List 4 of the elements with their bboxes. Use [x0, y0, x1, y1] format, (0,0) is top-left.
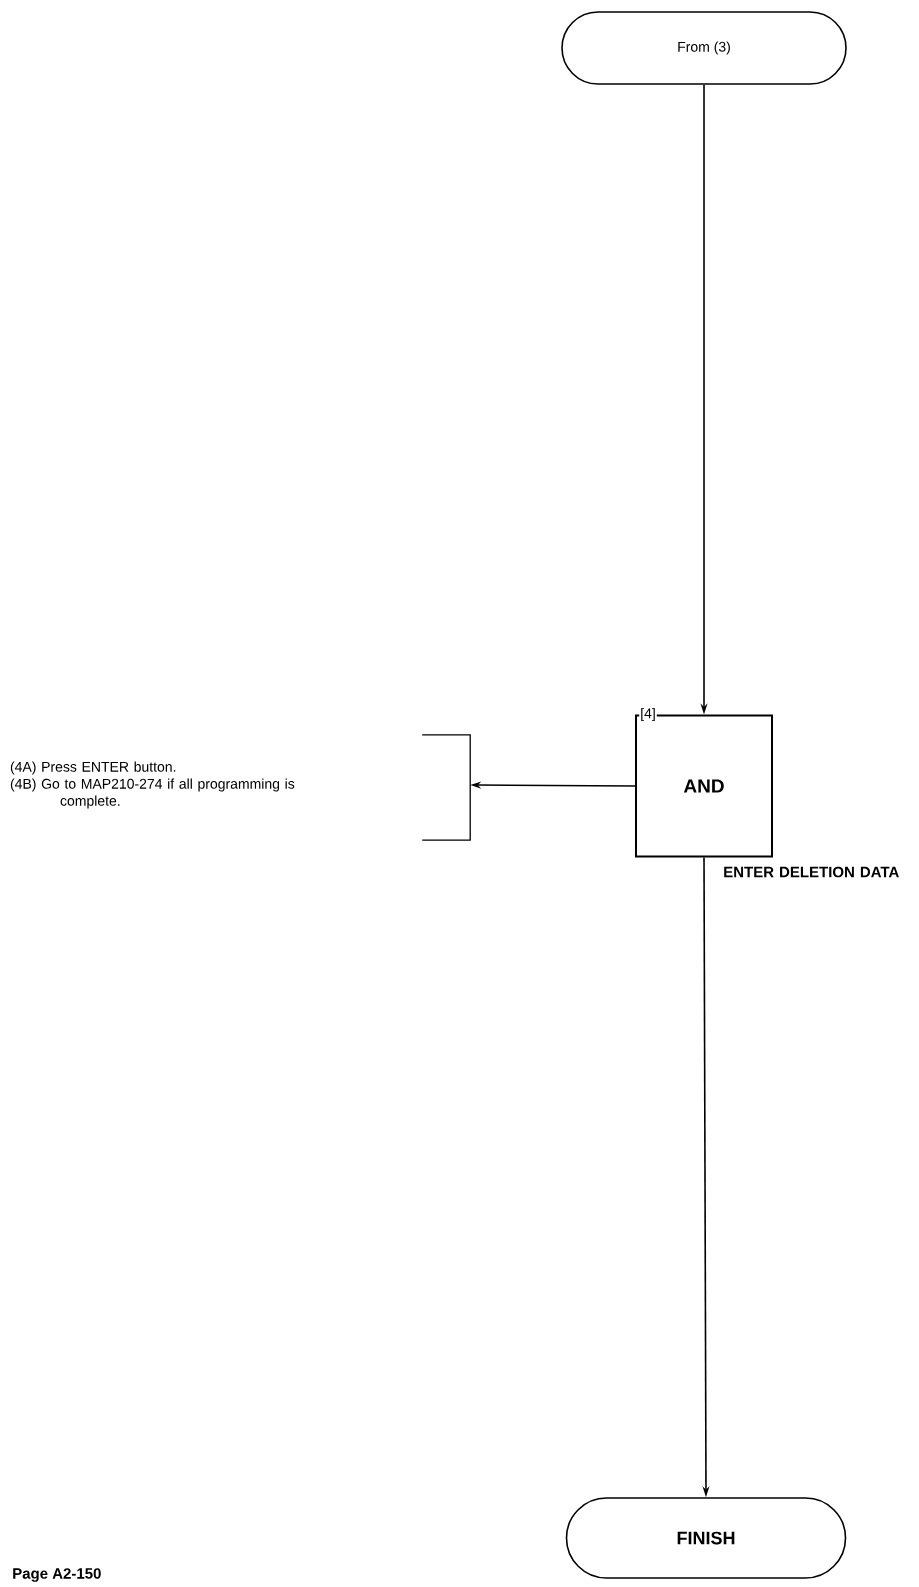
page-number: Page A2-150 — [13, 1568, 101, 1582]
note-text: (4A) Press ENTER button. (4B) Go to MAP210-274 if all programming is complete. — [10, 761, 295, 809]
step-number: [4] — [639, 707, 657, 723]
step-caption: ENTER DELETION DATA — [724, 866, 899, 878]
